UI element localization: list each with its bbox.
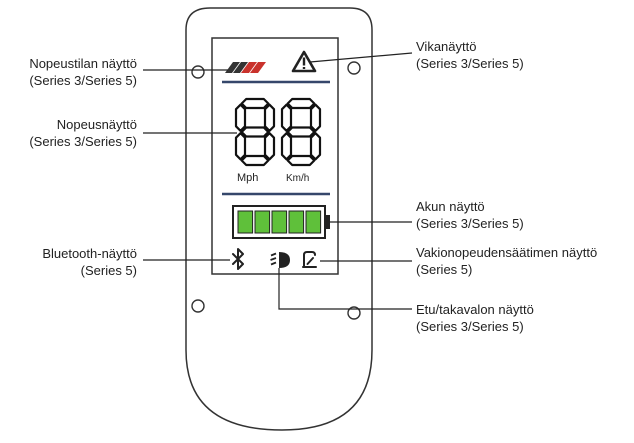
- label-light-series: (Series 3/Series 5): [416, 319, 524, 334]
- digit-segment: [263, 103, 276, 132]
- digit-segment: [240, 126, 270, 138]
- digit-segment: [286, 154, 316, 167]
- label-speed: Nopeusnäyttö (Series 3/Series 5): [29, 116, 137, 150]
- digit-segment: [286, 126, 316, 138]
- digit-segment: [263, 132, 276, 161]
- battery-cell: [305, 210, 322, 234]
- battery-cell: [254, 210, 271, 234]
- speed-mode-bar: [225, 62, 240, 73]
- screw-bottom-right: [347, 306, 361, 320]
- digit-segment: [309, 103, 322, 132]
- headlight-icon: [270, 252, 290, 268]
- screw-top-right: [347, 61, 361, 75]
- label-cruise-title: Vakionopeudensäätimen näyttö: [416, 245, 598, 260]
- digit-segment: [280, 132, 293, 161]
- speed-mode-bar: [241, 62, 257, 73]
- unit-mph-label: Mph: [237, 172, 259, 184]
- digit-segment: [234, 103, 247, 132]
- digit-segment: [240, 154, 270, 167]
- mounting-screws: [191, 61, 361, 320]
- screw-bottom-left: [191, 299, 205, 313]
- speed-mode-indicator: [225, 62, 266, 73]
- leader-fault: [309, 52, 413, 63]
- screw-top-left: [191, 65, 205, 79]
- digit-segment: [240, 97, 270, 110]
- battery-cell: [237, 210, 254, 234]
- label-bluetooth: Bluetooth-näyttö (Series 5): [42, 245, 137, 279]
- label-speed-mode-series: (Series 3/Series 5): [29, 73, 137, 88]
- label-bluetooth-title: Bluetooth-näyttö: [42, 246, 137, 261]
- battery-indicator: [232, 205, 330, 239]
- label-fault: Vikanäyttö (Series 3/Series 5): [416, 38, 524, 72]
- unit-kmh-label: Km/h: [286, 173, 310, 184]
- label-speed-series: (Series 3/Series 5): [29, 134, 137, 149]
- label-speed-title: Nopeusnäyttö: [56, 117, 137, 132]
- bluetooth-icon: [232, 248, 244, 270]
- leader-light: [278, 268, 412, 310]
- digit-segment: [280, 103, 293, 132]
- label-fault-title: Vikanäyttö: [416, 39, 477, 54]
- speed-mode-bar: [233, 62, 248, 73]
- warning-icon: [291, 50, 317, 73]
- label-battery: Akun näyttö (Series 3/Series 5): [416, 198, 524, 232]
- cruise-control-icon: [302, 251, 317, 268]
- label-light: Etu/takavalon näyttö (Series 3/Series 5): [416, 301, 534, 335]
- speed-digits: [234, 97, 322, 167]
- speed-mode-bar: [250, 62, 266, 73]
- digit-segment: [234, 132, 247, 161]
- digit-segment: [309, 132, 322, 161]
- battery-cell: [288, 210, 305, 234]
- label-cruise-series: (Series 5): [416, 262, 473, 277]
- label-fault-series: (Series 3/Series 5): [416, 56, 524, 71]
- label-light-title: Etu/takavalon näyttö: [416, 302, 534, 317]
- label-battery-title: Akun näyttö: [416, 199, 485, 214]
- label-speed-mode: Nopeustilan näyttö (Series 3/Series 5): [29, 55, 137, 89]
- label-speed-mode-title: Nopeustilan näyttö: [29, 56, 137, 71]
- label-bluetooth-series: (Series 5): [80, 263, 137, 278]
- digit-segment: [286, 97, 316, 110]
- leader-lines: [143, 52, 413, 310]
- battery-cell: [271, 210, 288, 234]
- label-battery-series: (Series 3/Series 5): [416, 216, 524, 231]
- label-cruise: Vakionopeudensäätimen näyttö (Series 5): [416, 244, 597, 278]
